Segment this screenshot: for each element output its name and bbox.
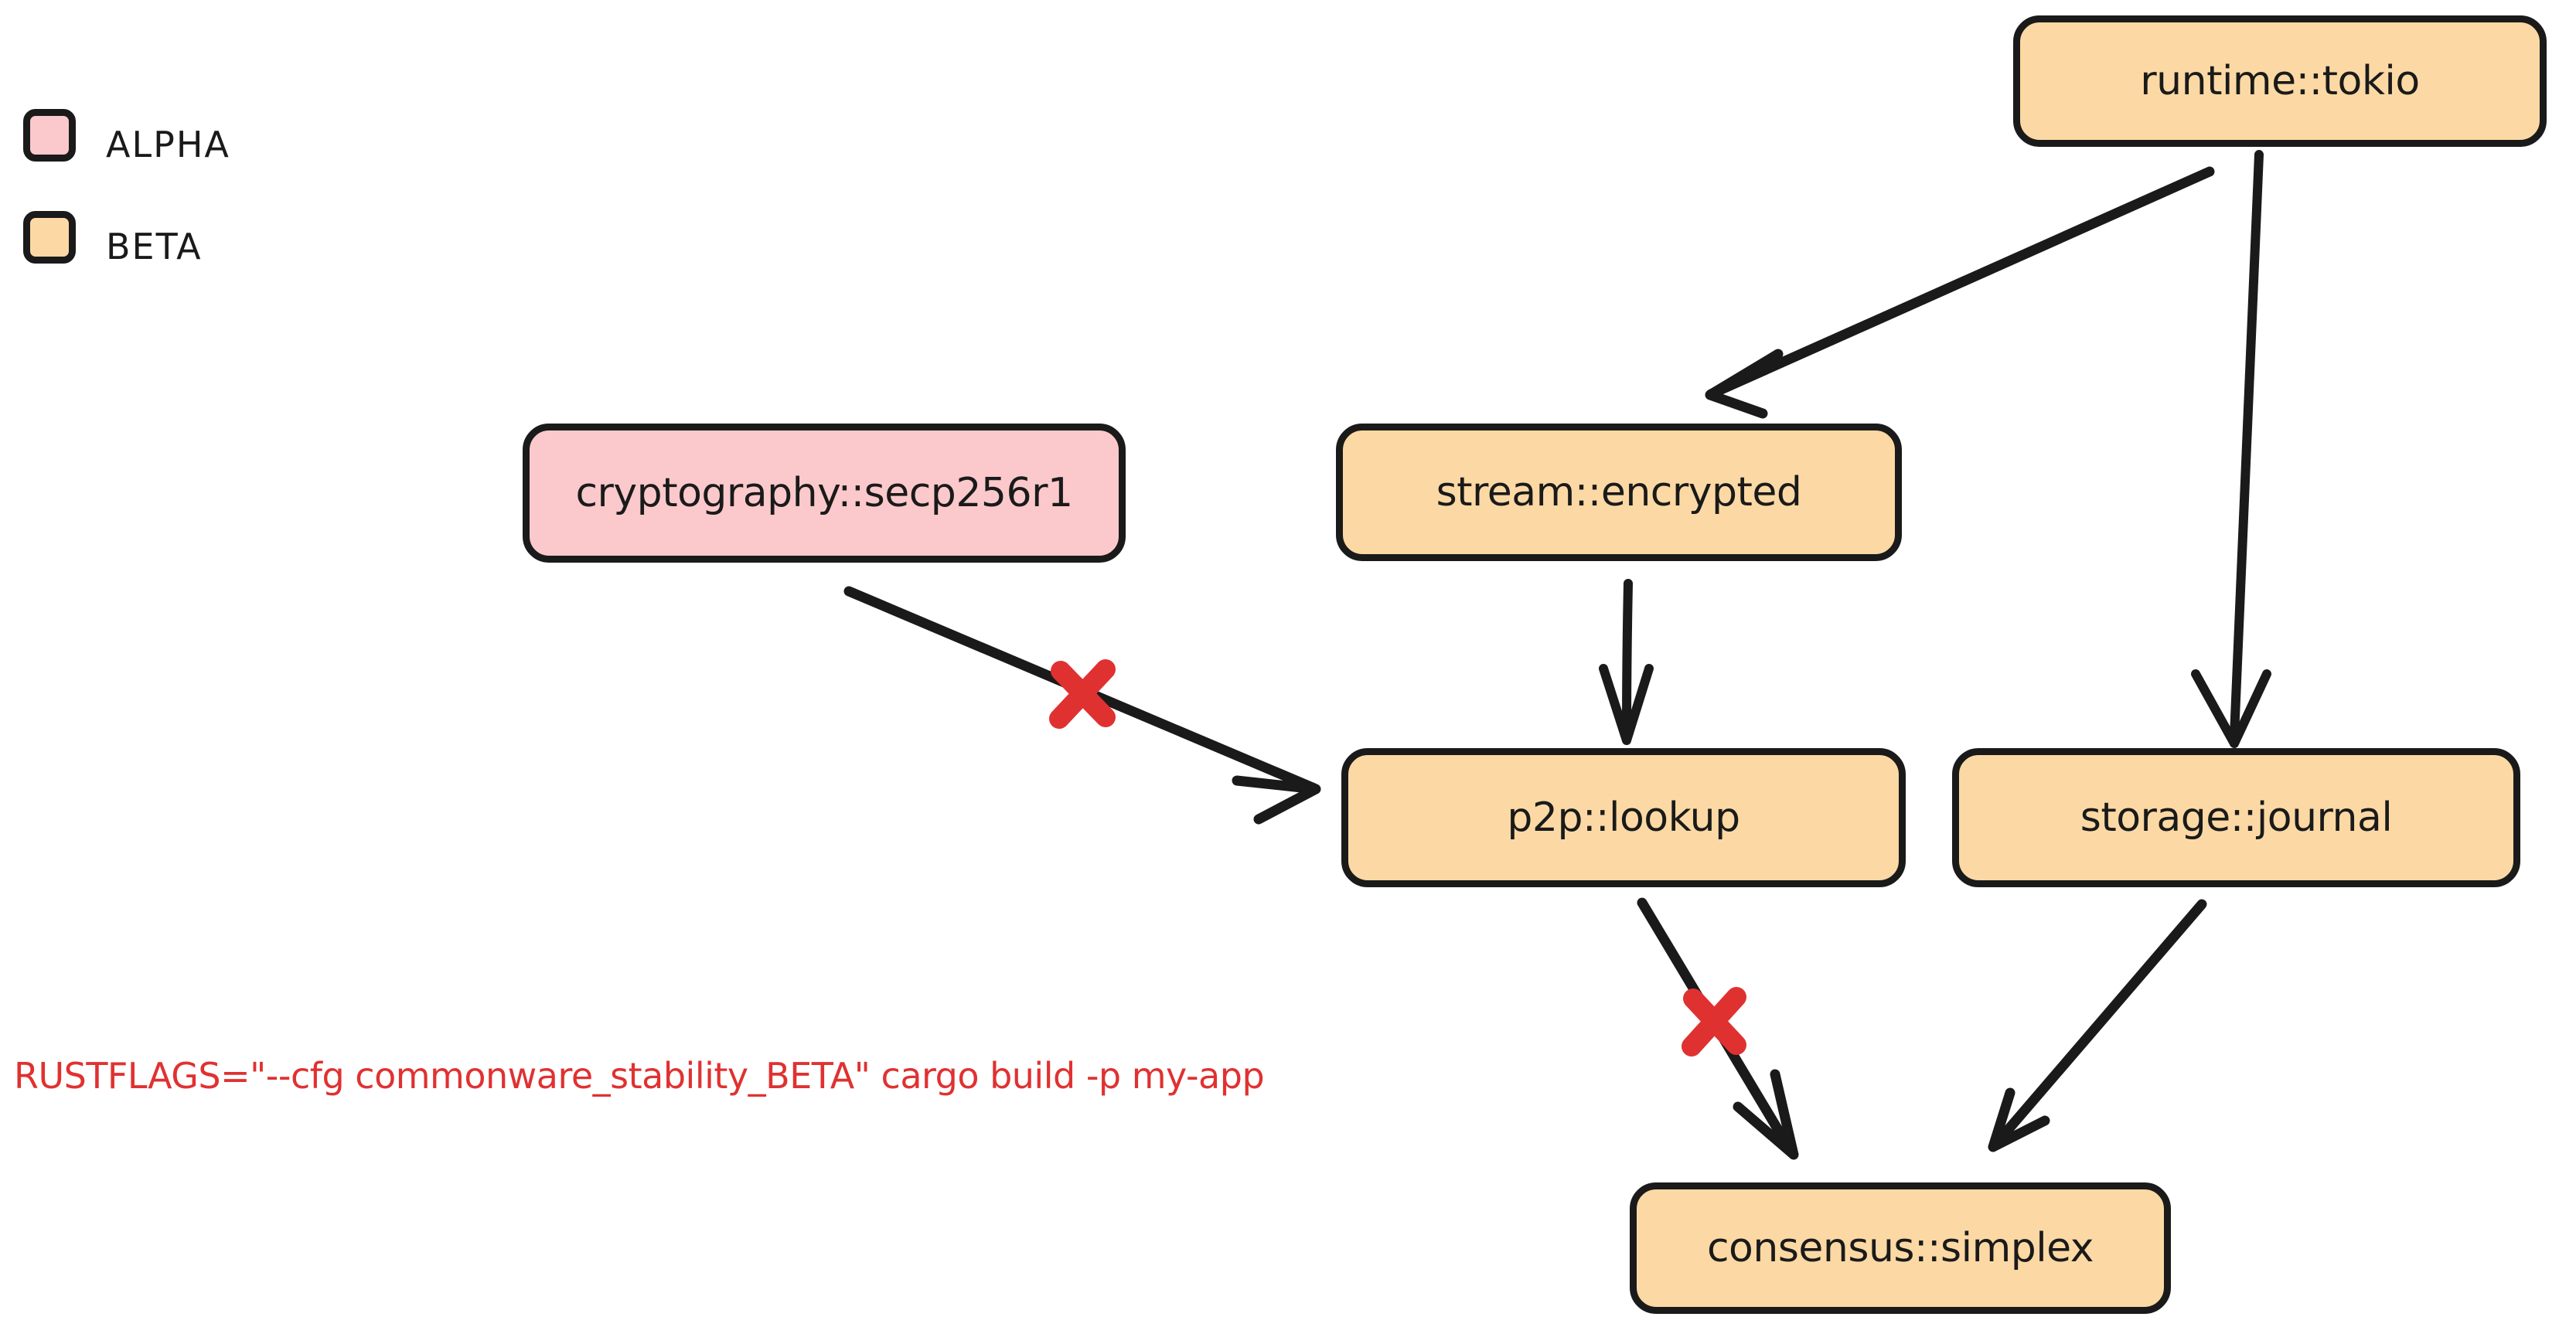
node-label: stream::encrypted [1436,469,1802,515]
node-label: runtime::tokio [2140,58,2420,104]
edge-journal-to-consensus [1988,899,2207,1152]
alpha-swatch [23,109,76,162]
blocked-marker-icon-crypto-p2p [1049,659,1116,729]
edge-tokio-to-stream [1705,166,2215,419]
edge-stream-to-p2p [1599,579,1654,745]
blocked-marker-icon-p2p-consensus [1682,987,1746,1056]
node-label: p2p::lookup [1507,794,1740,841]
node-label: cryptography::secp256r1 [575,470,1073,516]
node-stream-encrypted[interactable]: stream::encrypted [1336,424,1902,561]
node-p2p-lookup[interactable]: p2p::lookup [1341,748,1906,887]
legend-label-alpha: ALPHA [106,124,230,165]
node-cryptography-secp256r1[interactable]: cryptography::secp256r1 [523,424,1126,563]
build-command-annotation: RUSTFLAGS="--cfg commonware_stability_BE… [14,1055,1265,1097]
node-consensus-simplex[interactable]: consensus::simplex [1630,1182,2171,1314]
beta-swatch [23,211,76,264]
edge-tokio-to-journal [2191,150,2271,748]
node-storage-journal[interactable]: storage::journal [1952,748,2520,887]
node-label: storage::journal [2080,794,2393,841]
node-runtime-tokio[interactable]: runtime::tokio [2013,15,2547,147]
node-label: consensus::simplex [1706,1225,2094,1271]
legend-label-beta: BETA [106,226,203,267]
